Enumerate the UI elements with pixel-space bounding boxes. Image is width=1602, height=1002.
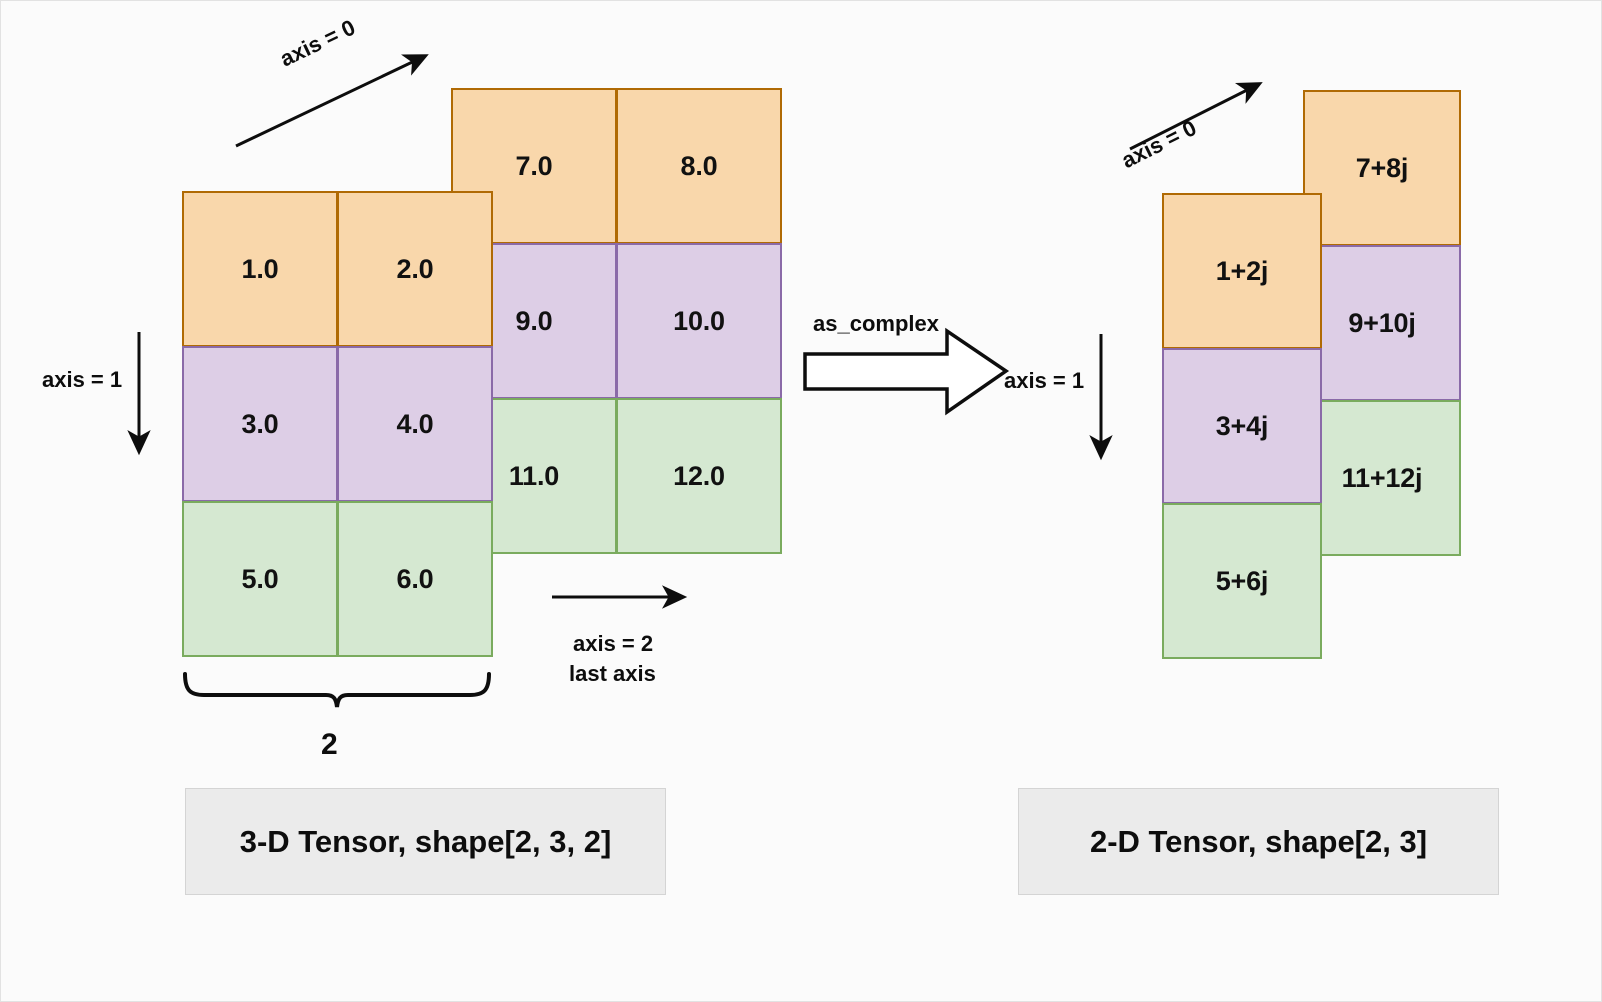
right-back-cell-7plus8j: 7+8j [1303, 90, 1461, 246]
right-axis0-label: axis = 0 [1117, 114, 1201, 174]
left-axis0-label: axis = 0 [276, 14, 360, 72]
right-axis1-label: axis = 1 [1004, 368, 1085, 393]
block-arrow-right-icon [803, 327, 1010, 416]
left-front-cell-4: 4.0 [337, 346, 493, 502]
left-back-cell-12: 12.0 [616, 398, 782, 554]
left-back-cell-8: 8.0 [616, 88, 782, 244]
left-front-cell-2: 2.0 [337, 191, 493, 347]
left-axis0-arrow-icon [235, 54, 429, 148]
left-front-cell-3: 3.0 [182, 346, 338, 502]
left-back-cell-10: 10.0 [616, 243, 782, 399]
right-front-cell-1plus2j: 1+2j [1162, 193, 1322, 349]
width-brace [183, 672, 491, 708]
left-front-cell-1: 1.0 [182, 191, 338, 347]
left-front-cell-5: 5.0 [182, 501, 338, 657]
left-axis1-label: axis = 1 [42, 367, 123, 392]
left-front-cell-6: 6.0 [337, 501, 493, 657]
right-front-cell-3plus4j: 3+4j [1162, 348, 1322, 504]
right-back-cell-11plus12j: 11+12j [1303, 400, 1461, 556]
left-axis2-label-line1: axis = 2 [573, 631, 654, 656]
left-shape-caption: 3-D Tensor, shape[2, 3, 2] [185, 788, 666, 895]
right-shape-caption: 2-D Tensor, shape[2, 3] [1018, 788, 1499, 895]
as-complex-label: as_complex [813, 311, 939, 336]
right-back-cell-9plus10j: 9+10j [1303, 245, 1461, 401]
left-axis2-label-line2: last axis [569, 661, 656, 686]
right-front-cell-5plus6j: 5+6j [1162, 503, 1322, 659]
width-brace-label: 2 [321, 728, 338, 761]
